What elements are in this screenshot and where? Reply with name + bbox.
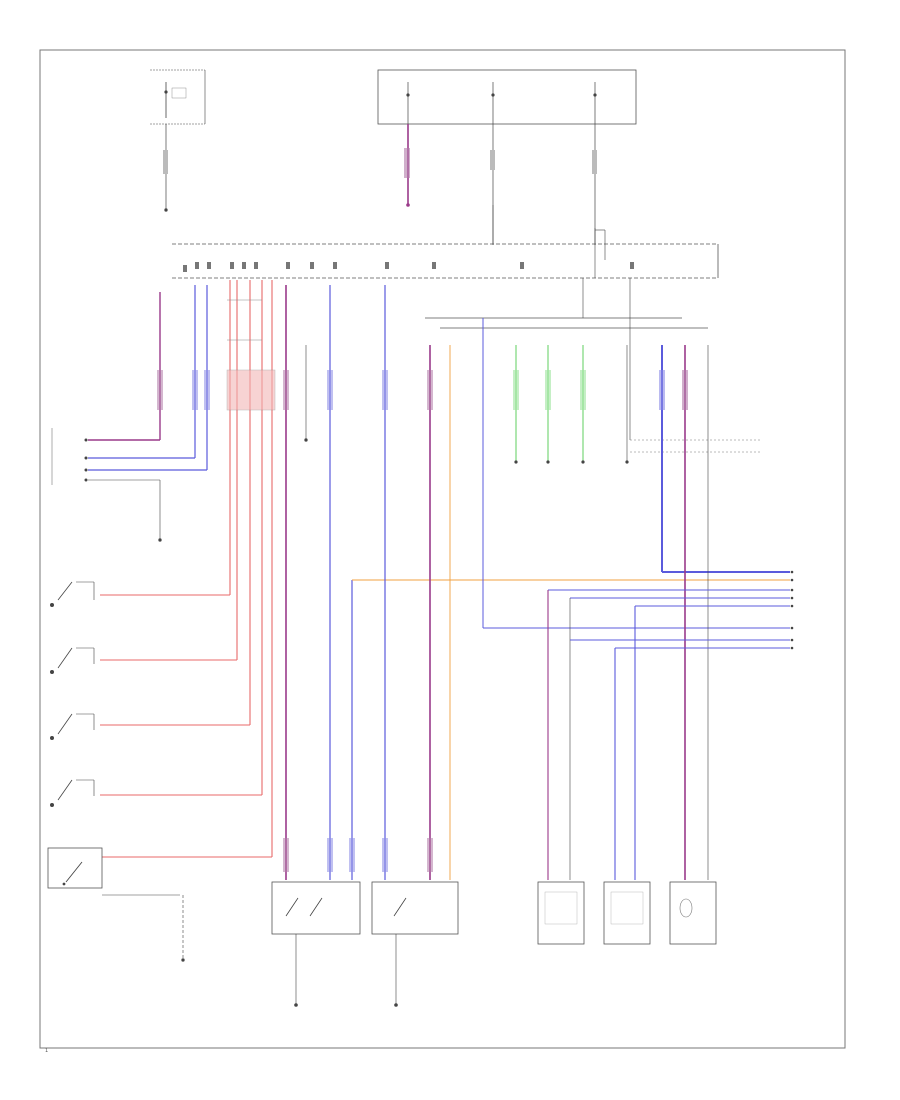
rear-left-door-lock-actuator: [603, 881, 651, 945]
main-junction-bus: [172, 205, 719, 279]
front-right-door-lock-motor: [371, 881, 459, 1007]
wire-connector-bundle: [226, 299, 276, 411]
door-ajar-switch-rear-left: [50, 713, 95, 740]
body-ecu-right: [790, 570, 794, 650]
front-left-motor-wires: [283, 285, 790, 880]
secondary-junction-bar: [425, 317, 790, 629]
ground-points: [158, 208, 308, 962]
diagram-frame: [39, 49, 846, 1049]
rear-right-door-lock-actuator: [669, 881, 717, 945]
door-ajar-switch-rear-right: [50, 779, 95, 807]
door-ajar-switch-front-right: [50, 647, 95, 674]
green-signal-wires: [513, 278, 760, 464]
door-ajar-signal-wires: [100, 280, 273, 858]
fuse-box-top-left: [150, 69, 206, 212]
front-right-motor-wires: [382, 285, 451, 880]
door-lock-switch-wires: [88, 285, 210, 542]
rear-actuator-wires: [547, 589, 790, 880]
front-left-door-lock-motor: [271, 881, 361, 1007]
back-door-switch: [47, 847, 185, 962]
body-ecu-feed-wires: [659, 345, 790, 880]
door-ajar-switch-front-left: [50, 581, 95, 607]
page-number: 1: [45, 1048, 48, 1054]
relay-box-top-right: [377, 69, 637, 245]
door-lock-switch-left: [51, 428, 88, 485]
back-door-lock-actuator: [537, 881, 585, 945]
